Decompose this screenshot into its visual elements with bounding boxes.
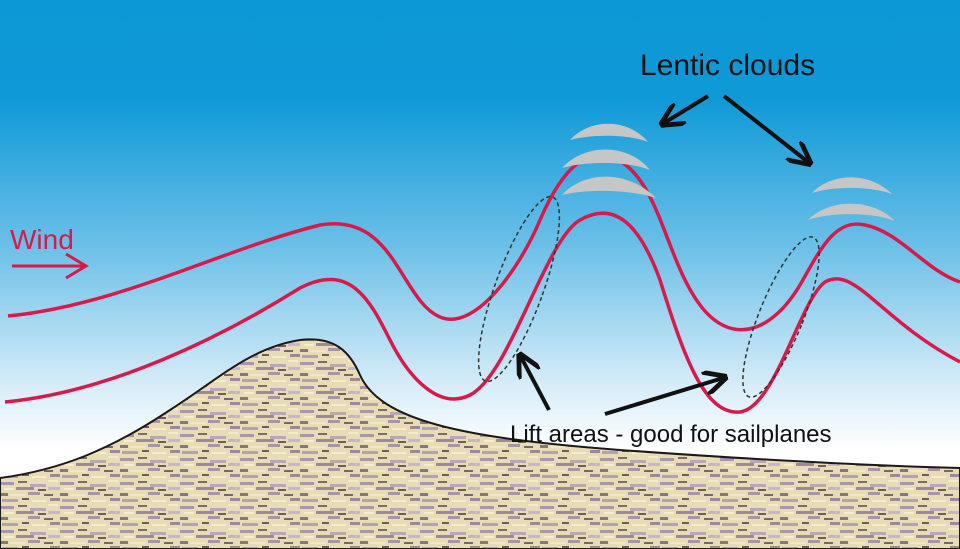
wind-label: Wind (10, 224, 74, 255)
lift-area-outline (477, 195, 561, 383)
lenticular-cloud (562, 176, 656, 198)
lenticular-cloud (570, 123, 648, 142)
lift-pointer-arrow (521, 357, 551, 411)
lentic-clouds-label: Lentic clouds (640, 49, 815, 82)
lift-areas-label: Lift areas - good for sailplanes (510, 421, 832, 448)
lenticular-cloud (812, 177, 892, 194)
cloud-pointer-arrow (664, 94, 710, 123)
mountain-ground (0, 338, 960, 549)
lift-pointer-arrow (604, 378, 723, 416)
lenticular-cloud (562, 149, 650, 170)
cloud-pointer-arrow (722, 94, 808, 162)
wind-arrow (12, 252, 89, 280)
lenticular-cloud (808, 203, 895, 221)
airflow-streamline-lower (4, 211, 960, 414)
